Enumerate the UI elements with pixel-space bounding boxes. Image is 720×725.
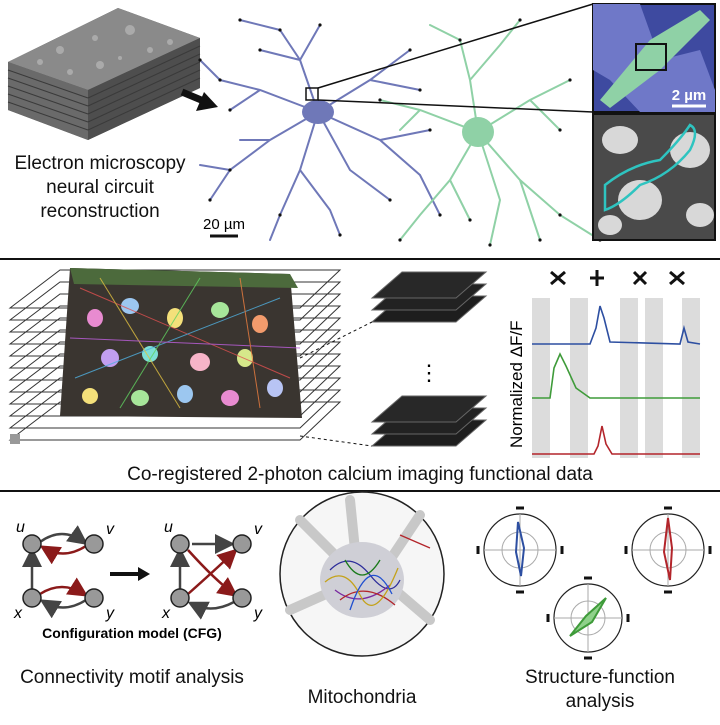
em-caption-line-3: reconstruction: [40, 201, 160, 222]
inset-em-section: [592, 113, 716, 241]
em-caption-line-1: Electron microscopy: [14, 153, 186, 174]
projection-lines: [299, 321, 373, 447]
trace-red: [532, 425, 700, 455]
node-label-y: y: [105, 605, 115, 622]
node-label-x: x: [13, 605, 23, 622]
analyses-figure: u v x y u v x y Configuration model (CFG…: [13, 491, 712, 660]
zoom-line-bottom: [317, 99, 594, 113]
em-volume-stack: [7, 8, 201, 140]
calcium-imaging-figure: ⋮ Normalized ΔF/F: [8, 268, 701, 458]
divider-2: [0, 490, 720, 492]
calcium-traces-plot: Normalized ΔF/F: [507, 270, 701, 458]
em-reconstruction-figure: 2 µm 20 µm: [7, 3, 716, 247]
polar-plot-red: [624, 506, 712, 594]
node-label-v: v: [106, 521, 115, 538]
arrow-icon: [110, 567, 150, 581]
em-caption: Electron microscopy neural circuit recon…: [0, 152, 200, 224]
node-label-y: y: [253, 605, 263, 622]
node-label-u: u: [164, 519, 173, 536]
zoom-line-top: [317, 3, 594, 89]
image-frame-stack-bottom: [370, 395, 488, 447]
traces-ylabel: Normalized ΔF/F: [507, 320, 526, 448]
panel-analyses: u v x y u v x y Configuration model (CFG…: [0, 490, 720, 720]
stimulus-direction-icons: [550, 270, 685, 286]
inset-scalebar-label: 2 µm: [672, 87, 707, 104]
motif-graph-original: u v x y: [13, 519, 115, 622]
node-label-u: u: [16, 519, 25, 536]
structure-function-caption-line-2: analysis: [565, 691, 635, 712]
inset-3d-render: 2 µm: [592, 3, 716, 113]
mitochondria-render: [279, 491, 445, 657]
image-frame-stack-top: [370, 271, 488, 323]
configuration-model-label: Configuration model (CFG): [42, 625, 222, 641]
arrow-icon: [180, 88, 218, 111]
synapse-markers: [198, 18, 602, 247]
zoom-box: [305, 87, 319, 101]
calcium-caption: Co-registered 2-photon calcium imaging f…: [127, 464, 593, 485]
mitochondria-caption: Mitochondria: [307, 687, 417, 708]
node-label-x: x: [161, 605, 171, 622]
panel-calcium-imaging: ⋮ Normalized ΔF/F: [0, 258, 720, 490]
trace-green: [532, 352, 700, 399]
motif-graph-configuration: u v x y: [161, 519, 263, 622]
structure-function-caption: Structure-function analysis: [500, 666, 700, 714]
polar-plot-blue: [476, 506, 564, 594]
panel-em-reconstruction: 2 µm 20 µm Electron microscopy neural ci…: [0, 0, 720, 258]
divider-1: [0, 258, 720, 260]
em-caption-line-2: neural circuit: [46, 177, 154, 198]
neuron-volume: [60, 268, 302, 418]
polar-plot-green: [546, 576, 630, 660]
main-scalebar-label: 20 µm: [203, 216, 245, 233]
node-label-v: v: [254, 521, 263, 538]
trace-blue: [532, 305, 701, 345]
frame-ellipsis: ⋮: [418, 360, 440, 385]
motif-caption: Connectivity motif analysis: [20, 667, 244, 688]
blue-neuron-reconstruction: [199, 19, 441, 241]
structure-function-caption-line-1: Structure-function: [525, 667, 675, 688]
corner-marker: [10, 434, 20, 444]
